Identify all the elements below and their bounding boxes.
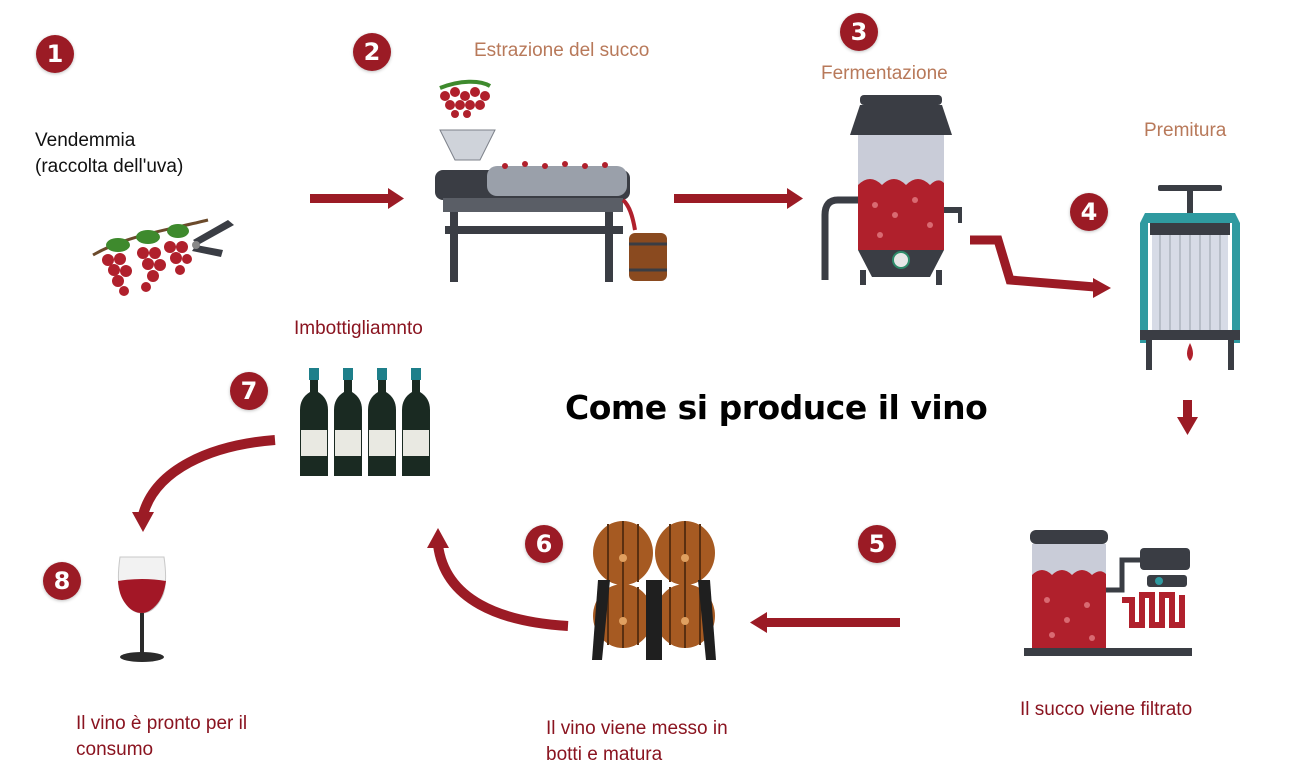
bottle-4 — [402, 368, 430, 476]
arrow-6-to-7 — [427, 528, 569, 631]
step-6-badge: 6 — [525, 525, 563, 563]
step-4-label: Premitura — [1144, 120, 1227, 141]
arrow-2-to-3 — [674, 188, 803, 209]
bottle-3 — [368, 368, 396, 476]
shears-icon — [192, 220, 234, 257]
arrow-4-to-5 — [1177, 400, 1198, 435]
bottles-icon — [300, 368, 430, 476]
step-2-badge: 2 — [353, 33, 391, 71]
filter-machine-icon — [1024, 530, 1192, 656]
arrow-1-to-2 — [310, 188, 404, 209]
step-2-label: Estrazione del succo — [474, 40, 650, 61]
fermentation-tank-icon — [821, 95, 962, 285]
step-7-label: Imbottigliamnto — [294, 318, 423, 339]
step-6-label: Il vino viene messo in botti e matura — [546, 718, 728, 765]
step-8-label: Il vino è pronto per il consumo — [76, 713, 248, 760]
wine-glass-icon — [117, 556, 167, 662]
step-5-badge: 5 — [858, 525, 896, 563]
arrow-7-to-8 — [132, 435, 276, 532]
step-7-badge: 7 — [230, 372, 268, 410]
barrel-top-left — [593, 521, 653, 585]
step-3-label: Fermentazione — [821, 63, 948, 84]
arrow-5-to-6 — [750, 612, 900, 633]
barrels-icon — [592, 521, 716, 660]
step-5-label: Il succo viene filtrato — [1020, 699, 1193, 720]
step-1-badge: 1 — [36, 35, 74, 73]
bottle-2 — [334, 368, 362, 476]
wine-press-icon — [1140, 185, 1240, 370]
grapes-shears-icon — [92, 218, 234, 296]
bottle-1 — [300, 368, 328, 476]
step-4-badge: 4 — [1070, 193, 1108, 231]
step-3-badge: 3 — [840, 13, 878, 51]
arrow-3-to-4 — [970, 235, 1111, 298]
crusher-destemmer-icon — [435, 79, 667, 282]
step-1-label: Vendemmia (raccolta dell'uva) — [35, 130, 184, 177]
diagram-title: Come si produce il vino — [565, 388, 988, 427]
step-8-badge: 8 — [43, 562, 81, 600]
barrel-top-right — [655, 521, 715, 585]
